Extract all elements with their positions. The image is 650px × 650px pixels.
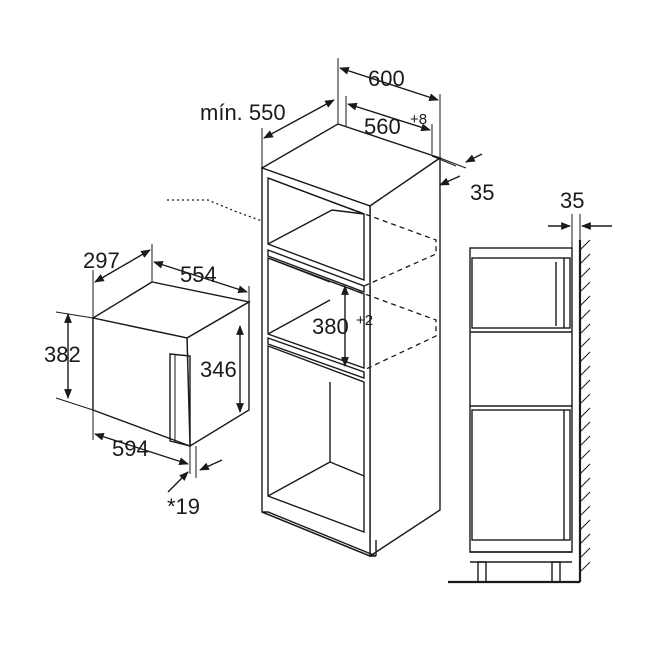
dimension-offset-19: *19 xyxy=(167,446,223,519)
label-594: 594 xyxy=(112,436,149,461)
cabinet-lower-opening xyxy=(267,344,365,534)
side-view xyxy=(448,239,591,584)
label-560-tolerance: +8 xyxy=(410,111,427,128)
dimension-inner-height-346: 346 xyxy=(200,325,244,413)
dimension-width-554: 554 xyxy=(153,260,250,302)
microwave-unit xyxy=(91,281,251,448)
label-19: *19 xyxy=(167,494,200,519)
label-380-tolerance: +2 xyxy=(356,312,373,329)
tall-cabinet xyxy=(260,123,442,558)
dimension-niche-height-380: 380 +2 xyxy=(312,285,373,367)
dimension-height-382: 382 xyxy=(44,311,94,411)
label-back-35: 35 xyxy=(470,180,494,205)
dimension-side-gap-35: 35 xyxy=(548,188,612,248)
niche-dashed-outline xyxy=(331,201,437,371)
dimension-back-gap-35: 35 xyxy=(431,153,494,205)
label-600: 600 xyxy=(368,66,405,91)
dimension-inner-width-560: 560 +8 xyxy=(345,96,433,154)
dimension-outer-width-600: 600 xyxy=(337,58,441,158)
cabinet-side xyxy=(369,156,441,558)
label-side-35: 35 xyxy=(560,188,584,213)
cabinet-front-frame xyxy=(261,167,371,558)
label-560: 560 xyxy=(364,114,401,139)
dimension-min-depth-550: mín. 550 xyxy=(200,99,335,168)
label-382: 382 xyxy=(44,342,81,367)
dimension-depth-297: 297 xyxy=(83,244,153,318)
label-554: 554 xyxy=(180,262,217,287)
label-min-550: mín. 550 xyxy=(200,100,286,125)
label-380: 380 xyxy=(312,314,349,339)
label-297: 297 xyxy=(83,248,120,273)
label-346: 346 xyxy=(200,357,237,382)
dimension-front-width-594: 594 xyxy=(92,410,191,474)
wall-hatching xyxy=(579,239,591,573)
